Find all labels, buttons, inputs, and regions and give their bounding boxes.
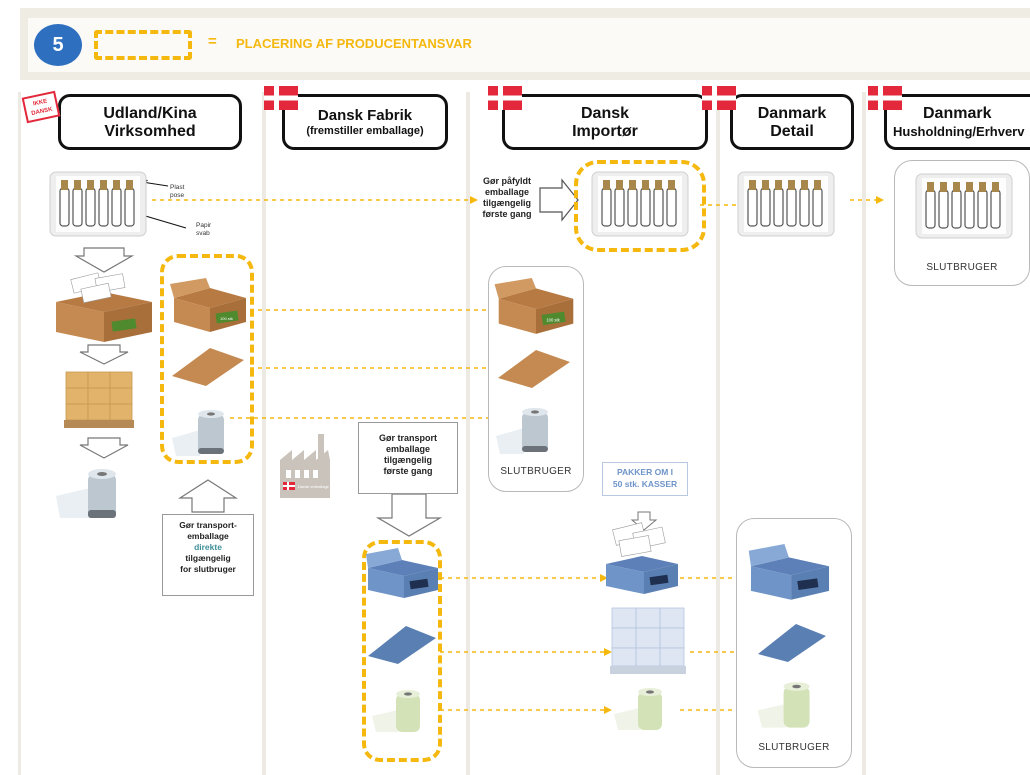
lane-title-danmark-husholdning: Danmark Husholdning/Erhverv xyxy=(884,94,1030,150)
factory-icon: Dansk emballage xyxy=(280,434,330,498)
stretch-film-roll-icon xyxy=(172,410,224,456)
lane-separator xyxy=(18,92,21,775)
pallet-of-blue-boxes-icon xyxy=(610,607,686,674)
legend-equals: = xyxy=(208,33,217,50)
cardboard-sheet-icon xyxy=(172,348,244,386)
lane-separator xyxy=(862,92,866,775)
green-film-roll-icon xyxy=(757,682,810,728)
lane-title-danmark-detail: Danmark Detail xyxy=(730,94,854,150)
blue-sheet-icon xyxy=(758,624,826,662)
lane-title-line1: Udland/Kina xyxy=(103,105,197,122)
lane-title-line2: Virksomhed xyxy=(104,123,196,140)
blue-box-icon xyxy=(366,548,438,598)
green-film-roll-icon xyxy=(614,688,662,730)
blue-box-with-trays-icon xyxy=(606,522,678,594)
danish-flag-icon xyxy=(264,86,298,110)
dansk-transport-dashed-group xyxy=(362,540,442,762)
product-tray-icon xyxy=(49,171,147,237)
lane-title-line2: Detail xyxy=(770,123,814,140)
lane-title-line1: Dansk Fabrik xyxy=(317,107,413,124)
box-label: 100 stk xyxy=(546,318,560,323)
legend-label: PLACERING AF PRODUCENTANSVAR xyxy=(236,36,472,51)
danish-flag-icon xyxy=(488,86,522,110)
importer-tray-dashed-group xyxy=(574,160,706,252)
lane-separator xyxy=(716,92,720,775)
lane-title-line1: Dansk xyxy=(580,105,630,122)
factory-label: Dansk emballage xyxy=(298,484,330,489)
slutbruger-label: SLUTBRUGER xyxy=(500,466,572,477)
lane-title-udland: Udland/Kina Virksomhed xyxy=(58,94,242,150)
header-card xyxy=(28,18,1030,72)
cardboard-box-icon: 100 stk xyxy=(170,278,246,332)
foreign-transport-dashed-group xyxy=(160,254,254,464)
stretch-film-roll-icon xyxy=(496,408,548,454)
legend-dashed-box xyxy=(94,30,192,60)
blue-sheet-icon xyxy=(368,626,436,664)
lane-title-dansk-importor: Dansk Importør xyxy=(502,94,708,150)
lane-title-dansk-fabrik: Dansk Fabrik (fremstiller emballage) xyxy=(282,94,448,150)
lane-title-line2: (fremstiller emballage) xyxy=(306,125,424,137)
green-film-roll-icon xyxy=(372,690,420,732)
note-transport-direct: Gør transport- emballage direkte tilgæng… xyxy=(162,514,254,596)
lane-separator xyxy=(262,92,266,775)
danish-flag-icon xyxy=(868,86,902,110)
step-number-badge: 5 xyxy=(34,24,82,66)
slutbruger-label: SLUTBRUGER xyxy=(758,742,830,753)
note-pakker-om: PAKKER OM I 50 stk. KASSER xyxy=(602,462,688,496)
lane-separator xyxy=(466,92,470,775)
lane-title-line2: Husholdning/Erhverv xyxy=(893,124,1025,139)
lane-title-line1: Danmark xyxy=(923,105,992,122)
pallet-of-boxes-icon xyxy=(64,371,134,428)
stretch-film-roll-icon xyxy=(56,469,116,518)
danish-flag-icon xyxy=(702,86,736,110)
open-cardboard-box-with-trays-icon xyxy=(56,272,152,342)
product-tray-icon xyxy=(737,171,835,237)
product-tray-icon xyxy=(915,173,1013,239)
box-label: 100 stk xyxy=(220,316,233,321)
lane-title-line1: Danmark xyxy=(757,105,827,122)
cardboard-sheet-icon xyxy=(498,350,570,388)
lane-title-line2: Importør xyxy=(572,123,638,140)
blue-box-icon xyxy=(748,544,830,600)
product-tray-icon xyxy=(591,171,689,237)
cardboard-box-icon: 100 stk xyxy=(494,278,574,334)
slutbruger-label: SLUTBRUGER xyxy=(926,262,998,273)
